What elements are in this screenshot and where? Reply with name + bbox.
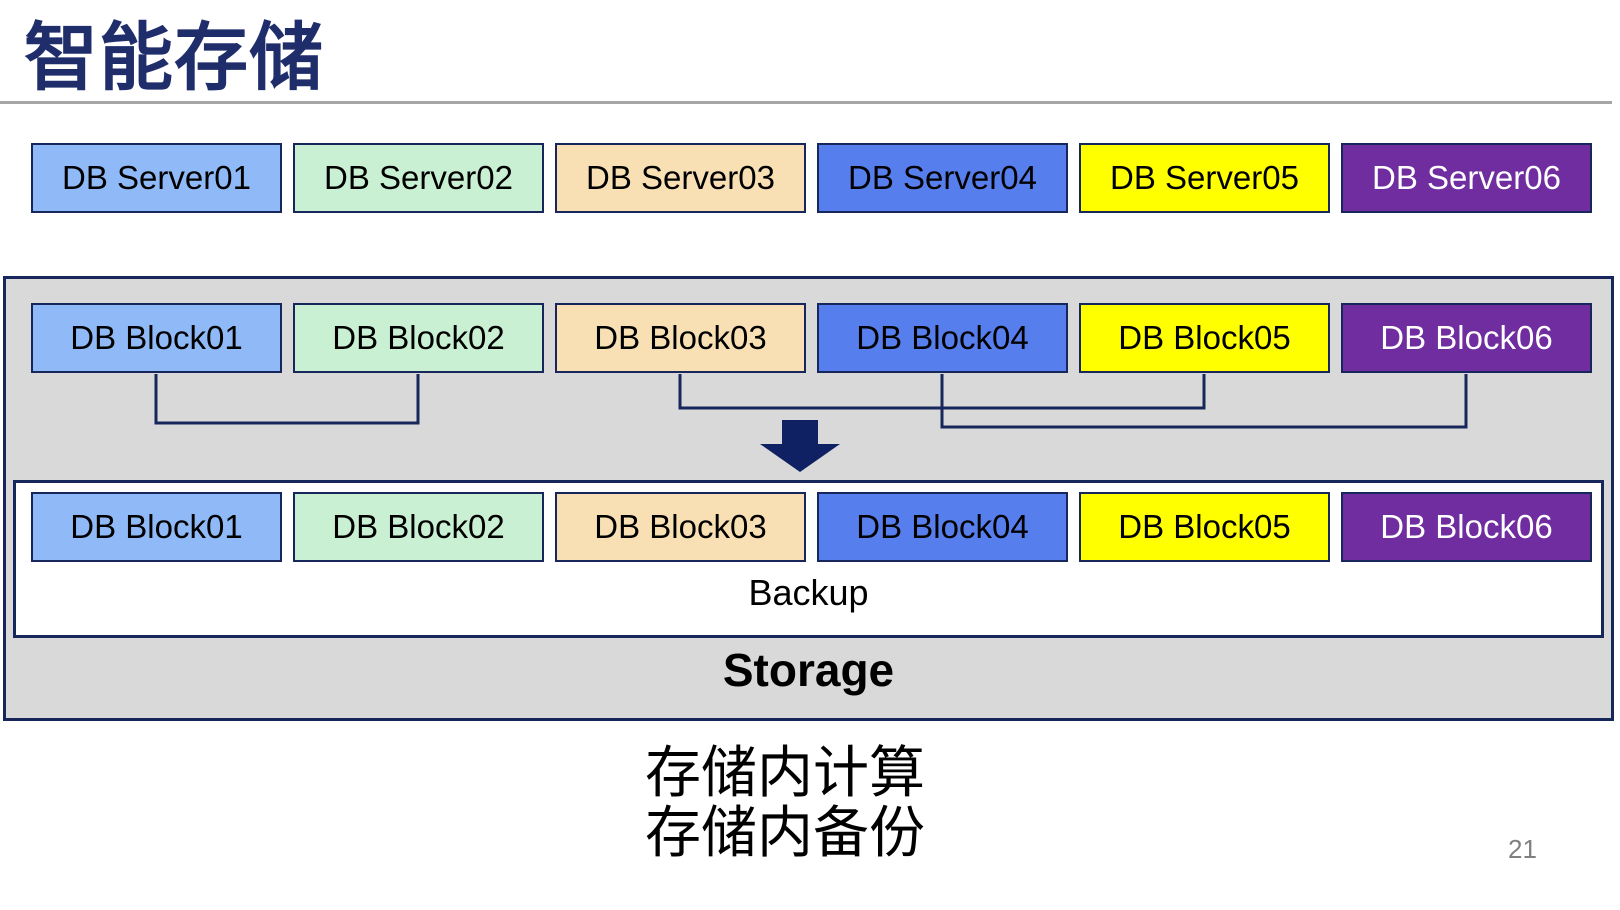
db-block-box: DB Block04	[817, 303, 1068, 373]
page-title: 智能存储	[24, 16, 324, 99]
db-block-row-top: DB Block01 DB Block02 DB Block03 DB Bloc…	[31, 303, 1592, 373]
db-server-box: DB Server03	[555, 143, 806, 213]
db-block-box: DB Block03	[555, 303, 806, 373]
db-server-box: DB Server05	[1079, 143, 1330, 213]
db-block-box: DB Block02	[293, 303, 544, 373]
db-block-box: DB Block03	[555, 492, 806, 562]
backup-label: Backup	[748, 572, 869, 613]
caption-line: 存储内计算	[645, 741, 925, 804]
db-server-box: DB Server06	[1341, 143, 1592, 213]
title-divider	[0, 101, 1612, 104]
page-number: 21	[1508, 834, 1537, 864]
db-block-box: DB Block01	[31, 303, 282, 373]
db-block-box: DB Block01	[31, 492, 282, 562]
db-server-box: DB Server04	[817, 143, 1068, 213]
db-block-box: DB Block04	[817, 492, 1068, 562]
db-server-box: DB Server02	[293, 143, 544, 213]
db-block-box: DB Block06	[1341, 492, 1592, 562]
db-block-box: DB Block02	[293, 492, 544, 562]
caption-line: 存储内备份	[645, 801, 925, 864]
db-server-box: DB Server01	[31, 143, 282, 213]
db-block-box: DB Block05	[1079, 492, 1330, 562]
db-block-row-bottom: DB Block01 DB Block02 DB Block03 DB Bloc…	[31, 492, 1592, 562]
caption-block: 存储内计算 存储内备份	[0, 743, 1570, 863]
server-row: DB Server01 DB Server02 DB Server03 DB S…	[31, 143, 1592, 213]
db-block-box: DB Block05	[1079, 303, 1330, 373]
storage-label: Storage	[722, 644, 895, 696]
db-block-box: DB Block06	[1341, 303, 1592, 373]
